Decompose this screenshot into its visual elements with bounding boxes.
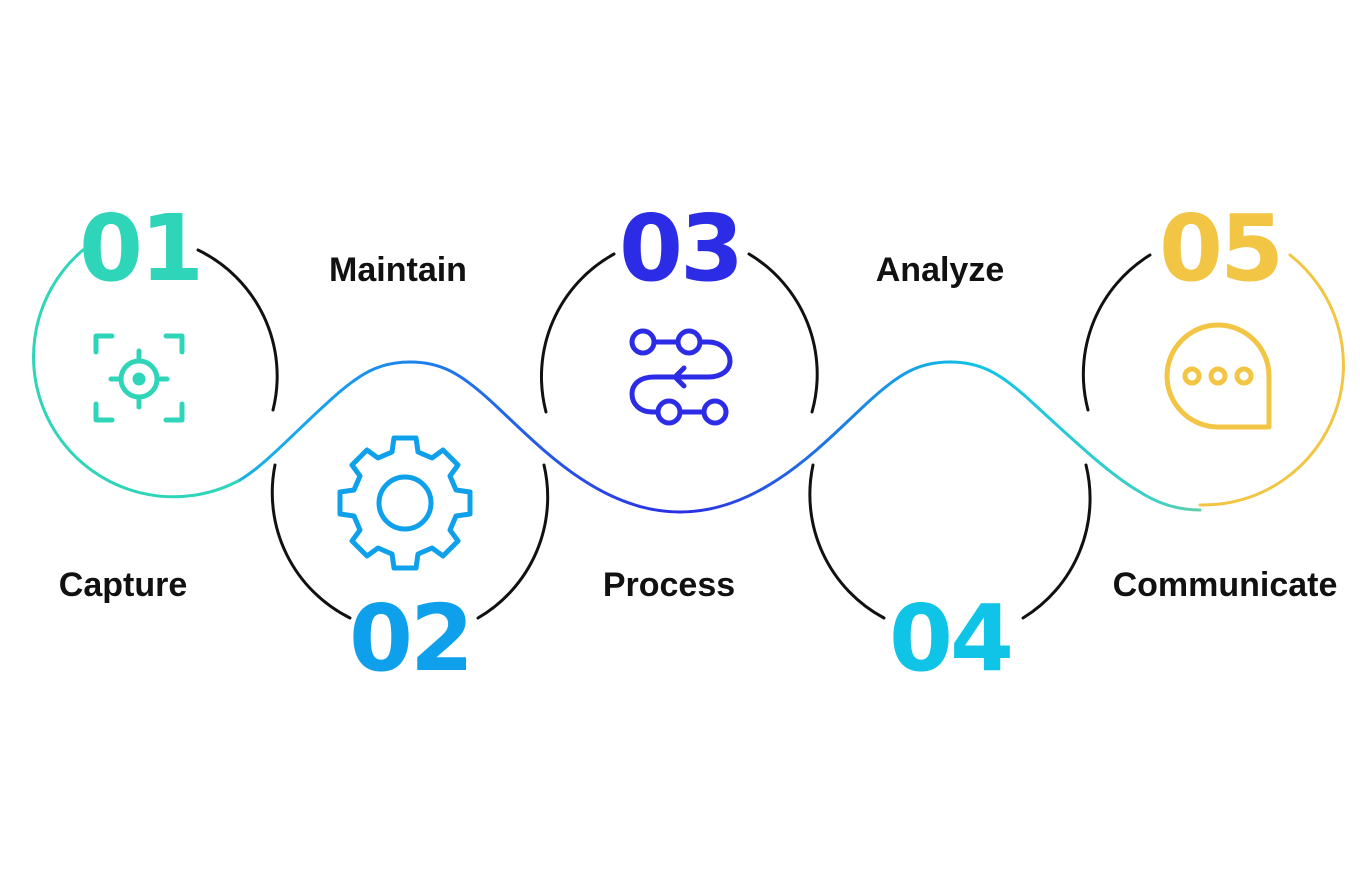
step-1-number: 01 [79, 195, 201, 302]
step-1-ring [32, 248, 279, 499]
step-5-number: 05 [1159, 195, 1281, 302]
step-2-ring [270, 463, 550, 620]
step-3-number: 03 [619, 195, 741, 302]
step-1-ring-colored-arc [32, 248, 242, 499]
step-2-number: 02 [349, 585, 471, 692]
step-3-ring-left-arc [540, 252, 616, 414]
step-5-ring-dark-arc [1081, 253, 1152, 412]
step-1-label: Capture [59, 566, 187, 604]
gear-icon [337, 435, 473, 571]
step-4-ring [808, 463, 1092, 620]
chat-bubble-icon [1164, 322, 1272, 430]
step-4-label: Analyze [876, 251, 1005, 289]
target-icon [93, 333, 185, 423]
step-2-label: Maintain [329, 251, 467, 289]
wave-connector [238, 360, 1202, 514]
step-5-ring [1081, 253, 1345, 507]
step-3-label: Process [603, 566, 735, 604]
workflow-icon [629, 328, 733, 426]
step-4-number: 04 [889, 585, 1011, 692]
step-1-ring-dark-arc [196, 248, 279, 412]
step-4-ring-right-arc [1021, 463, 1092, 620]
step-2-ring-left-arc [270, 463, 352, 620]
step-2-ring-right-arc [476, 463, 550, 620]
step-3-ring [540, 252, 819, 414]
step-4-ring-left-arc [808, 463, 886, 620]
step-3-ring-right-arc [747, 252, 819, 414]
step-5-label: Communicate [1113, 566, 1338, 604]
step-5-ring-colored-arc [1198, 253, 1345, 507]
